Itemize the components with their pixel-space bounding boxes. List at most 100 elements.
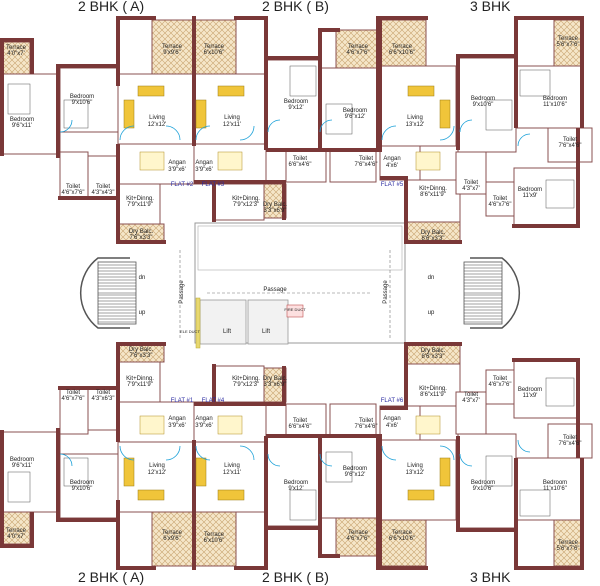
toilet-c2 <box>455 151 487 195</box>
label-terrace-c2: Terrace <box>558 36 579 42</box>
size-dry-c: 8'6"x3'3" <box>422 236 445 242</box>
size-bedroom-c2: 11'x10'6" <box>543 102 567 108</box>
size-toilet-c1: 7'6"x4'6" <box>559 143 582 149</box>
label-bedroom-a-b: Bedroom <box>70 480 94 486</box>
label-toilet-b2: Toilet <box>359 156 373 162</box>
label-toilet-c3: Toilet <box>493 196 507 202</box>
size-terrace-b1: 6'x10'6" <box>204 50 225 56</box>
size-terrace-c2: 5'6"x7'6" <box>557 42 580 48</box>
flat-tag-2: FLAT #2 <box>171 182 194 188</box>
stair-right-up: up <box>428 310 435 316</box>
dining-a-b <box>139 415 165 435</box>
label-dry-a: Dry Balc. <box>129 229 154 235</box>
size-kitchen-c: 8'6"x11'9" <box>420 192 446 198</box>
size-toilet-c1-b: 4'3"x7' <box>462 398 479 404</box>
size-terrace-b2-b: 4'6"x7'6" <box>347 536 370 542</box>
header-bottom-2bhk-a: 2 BHK ( A) <box>78 569 145 585</box>
label-terrace-c2-b: Terrace <box>558 540 579 546</box>
flat-tag-1: FLAT #1 <box>171 398 194 404</box>
sofa-c2-b <box>439 457 451 487</box>
label-bedroom-c2-b: Bedroom <box>543 480 567 486</box>
toilet-b1 <box>285 149 327 183</box>
label-terrace-a1: Terrace <box>6 45 27 51</box>
label-bedroom-b2: Bedroom <box>343 108 367 114</box>
sofa-a2 <box>137 85 165 97</box>
size-terrace-c2-b: 5'6"x7'6" <box>557 546 580 552</box>
size-bedroom-c3: 11'x9' <box>523 193 538 199</box>
label-dry-c-b: Dry Balc. <box>421 348 446 354</box>
bed-c2-b <box>519 489 551 517</box>
label-toilet-c2: Toilet <box>464 180 478 186</box>
top-floor-half: Terrace 4'0"x7' Bedroom 9'x10'6" Bedroom… <box>0 16 593 244</box>
header-bottom-3bhk: 3 BHK <box>470 569 511 585</box>
terrace-c1-b <box>379 519 427 567</box>
label-bedroom-c1: Bedroom <box>471 96 495 102</box>
label-bedroom-a2-b: Bedroom <box>10 457 34 463</box>
label-living-c-b: Living <box>407 463 423 469</box>
label-terrace-c1: Terrace <box>392 44 413 50</box>
staircase-right: dn up <box>428 257 521 329</box>
size-terrace-b1-b: 6'x10'6" <box>204 538 225 544</box>
sofa-a1 <box>123 99 135 129</box>
bed-c1-b <box>485 455 513 487</box>
sofa-c1 <box>407 85 435 97</box>
toilet-c3-b <box>547 423 593 459</box>
terrace-a2-b <box>151 511 195 567</box>
label-living-c: Living <box>407 115 423 121</box>
size-bedroom-a-b: 9'x10'6" <box>72 486 93 492</box>
size-dry-b: 3'3"x6'9" <box>264 208 287 214</box>
sofa-b1-b <box>195 457 207 487</box>
size-bedroom-c1: 9'x10'6" <box>473 102 494 108</box>
label-bedroom-c1-b: Bedroom <box>471 480 495 486</box>
label-living-a-b: Living <box>149 463 165 469</box>
sofa-c2 <box>439 99 451 129</box>
sofa-b1 <box>195 99 207 129</box>
size-angan-b: 3'9"x6' <box>195 167 212 173</box>
size-dry-a: 7'6"x3'3" <box>130 235 153 241</box>
size-dry-b-b: 3'3"x6'9" <box>264 382 287 388</box>
size-terrace-a1-b: 4'0"x7' <box>7 534 24 540</box>
label-angan-b-b: Angan <box>195 416 212 422</box>
label-kitchen-c: Kit+Dinng. <box>419 186 447 192</box>
size-kitchen-a: 7'9"x11'9" <box>127 202 153 208</box>
central-core: Passage Lift Lift FIRE DUCT ELE DUCT Pas… <box>179 222 406 349</box>
terrace-b2-b <box>335 517 381 557</box>
size-terrace-a1: 4'0"x7' <box>7 51 24 57</box>
size-living-c: 13'x12' <box>406 122 425 128</box>
size-living-c-b: 13'x12' <box>406 470 425 476</box>
label-kitchen-b: Kit+Dinng. <box>232 196 260 202</box>
size-toilet-b2-b: 7'6"x4'6" <box>355 424 378 430</box>
label-toilet-a2: Toilet <box>96 184 110 190</box>
size-angan-c: 4'x6' <box>386 163 398 169</box>
passage-area <box>197 225 403 271</box>
bed-c2 <box>519 69 551 97</box>
bed-b-b <box>289 489 317 521</box>
bed-b2 <box>325 103 353 135</box>
size-dry-a-b: 7'6"x3'3" <box>130 353 153 359</box>
size-bedroom-c3-b: 11'x9' <box>523 393 538 399</box>
label-terrace-a1-b: Terrace <box>6 528 27 534</box>
size-bedroom-b-b: 9'x12' <box>288 486 303 492</box>
size-angan-a: 3'9"x6' <box>168 167 185 173</box>
header-top-3bhk: 3 BHK <box>470 0 511 14</box>
kitchen-c-b <box>405 363 461 407</box>
label-bedroom-c3: Bedroom <box>518 187 542 193</box>
toilet-a2-b <box>87 387 119 431</box>
ele-duct-label: ELE DUCT <box>180 329 200 334</box>
label-dry-a-b: Dry Balc. <box>129 347 154 353</box>
size-bedroom-b2-b: 9'6"x12' <box>345 472 366 478</box>
toilet-b2 <box>329 149 377 183</box>
bed-c3 <box>545 179 575 209</box>
label-toilet-a1-b: Toilet <box>66 390 80 396</box>
sofa-a1-b <box>123 457 135 487</box>
staircase-left: dn up <box>79 257 146 329</box>
label-terrace-b1: Terrace <box>204 44 225 50</box>
label-living-b-b: Living <box>224 463 240 469</box>
label-toilet-a2-b: Toilet <box>96 390 110 396</box>
size-bedroom-a2-b: 9'6"x11' <box>12 463 32 469</box>
lift-shaft-1 <box>199 299 247 345</box>
label-bedroom-a2: Bedroom <box>10 117 34 123</box>
passage-left-label: Passage <box>179 280 185 304</box>
label-living-b: Living <box>224 115 240 121</box>
label-toilet-a1: Toilet <box>66 184 80 190</box>
